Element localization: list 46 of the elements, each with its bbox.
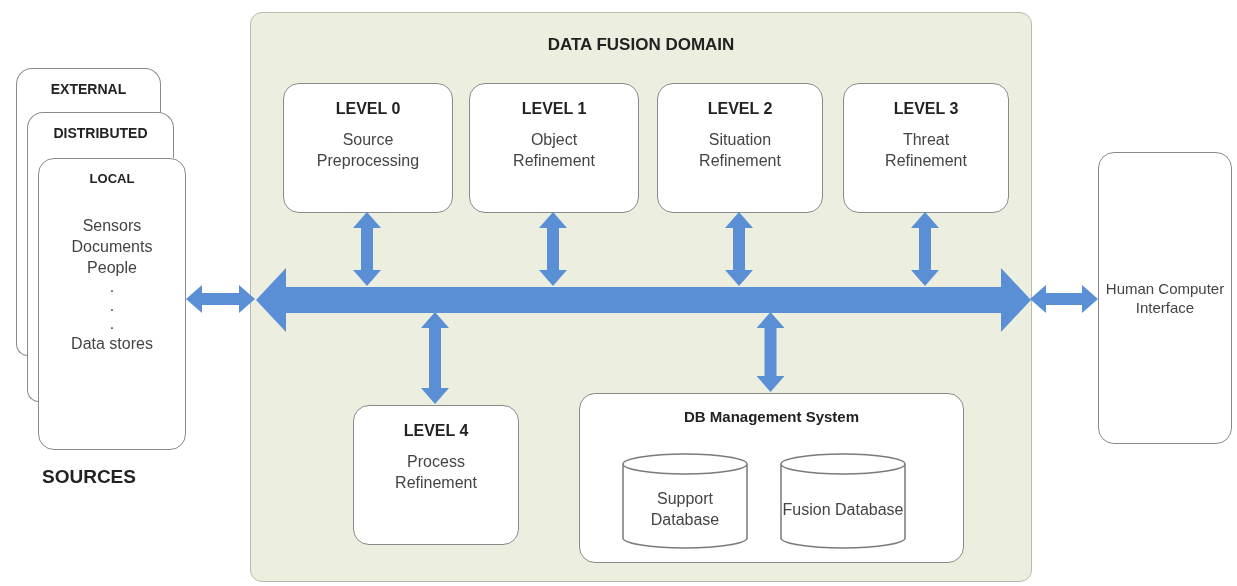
double-arrow: [725, 212, 753, 286]
heading-text: LOCAL: [89, 171, 135, 186]
bus-arrow: [256, 268, 1031, 332]
double-arrow: [186, 285, 255, 313]
node-text: Threat Refinement: [884, 130, 968, 171]
node-text: Source Preprocessing: [315, 130, 421, 171]
interface-box: [1098, 152, 1232, 444]
heading-text: DB Management System: [683, 408, 860, 425]
double-arrow: [353, 212, 381, 286]
source-card: [38, 158, 186, 450]
double-arrow: [421, 312, 449, 404]
double-arrow: [1030, 285, 1098, 313]
ellipsis-dot: .: [108, 298, 116, 314]
database-cylinder: [622, 454, 748, 548]
heading-text: LEVEL 3: [893, 100, 959, 118]
section-label: SOURCES: [42, 466, 136, 488]
double-arrow: [911, 212, 939, 286]
heading-text: DISTRIBUTED: [53, 125, 148, 141]
level-box: [283, 83, 453, 213]
node-text: Situation Refinement: [698, 130, 782, 171]
heading-text: LEVEL 2: [707, 100, 773, 118]
source-card-tab: [16, 68, 161, 112]
database-system-box: [579, 393, 964, 563]
heading-text: DATA FUSION DOMAIN: [547, 35, 735, 55]
level-box: [469, 83, 639, 213]
level-box: [843, 83, 1009, 213]
node-text: Support Database: [649, 489, 721, 530]
domain-panel: [250, 12, 1032, 582]
heading-text: EXTERNAL: [50, 81, 127, 97]
database-cylinder: [780, 454, 906, 548]
level-box: [657, 83, 823, 213]
ellipsis-dot: .: [108, 317, 116, 332]
ellipsis-dot: .: [108, 280, 116, 295]
heading-text: LEVEL 0: [335, 100, 401, 118]
node-text: Human Computer Interface: [1105, 278, 1225, 318]
node-text: Process Refinement: [394, 452, 478, 493]
node-text: Object Refinement: [512, 130, 596, 171]
node-text: Sensors Documents People: [70, 216, 154, 278]
heading-text: LEVEL 4: [403, 422, 469, 440]
double-arrow: [539, 212, 567, 286]
node-text: Data stores: [70, 333, 154, 354]
heading-text: LEVEL 1: [521, 100, 587, 118]
level-box: [353, 405, 519, 545]
source-card-tab: [27, 112, 174, 158]
node-text: Fusion Database: [782, 499, 904, 520]
double-arrow: [756, 312, 785, 392]
